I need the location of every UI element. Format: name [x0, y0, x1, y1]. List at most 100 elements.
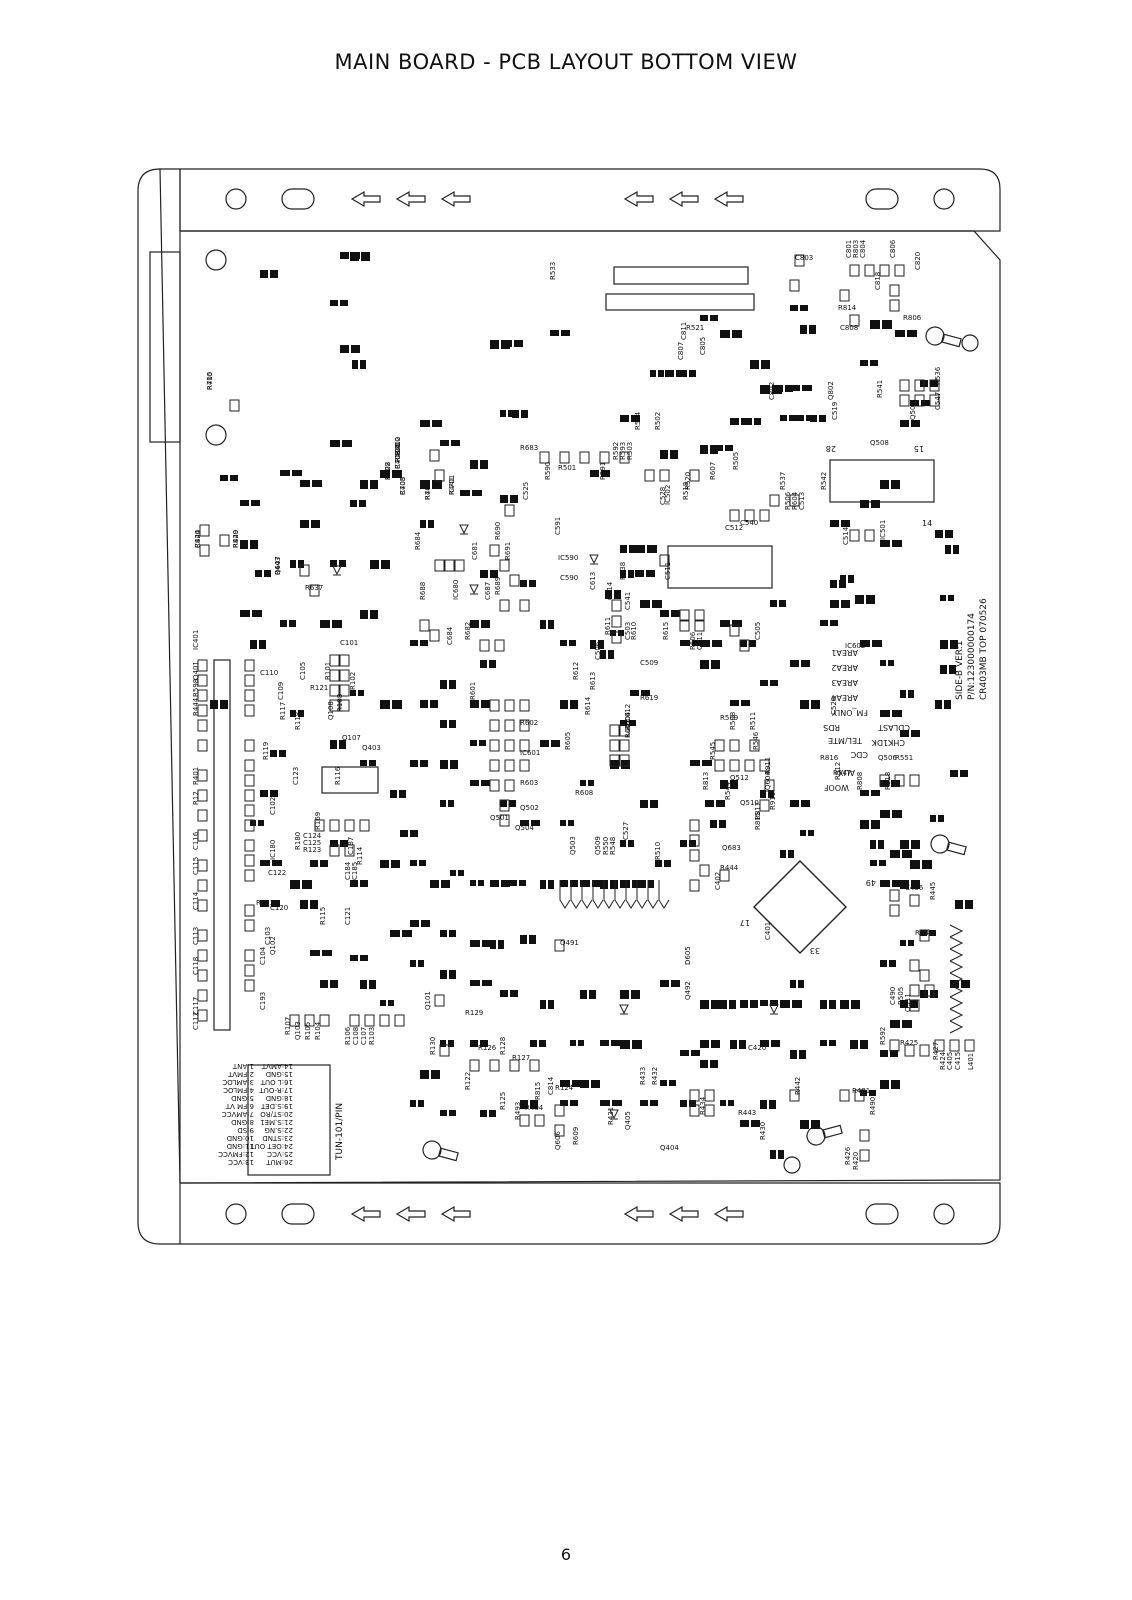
solder-pad: [340, 300, 348, 306]
component-label: Q501: [490, 814, 509, 822]
footprint: [489, 699, 500, 712]
footprint: [329, 699, 340, 712]
solder-pad: [220, 475, 228, 481]
component-label: R542: [820, 472, 828, 490]
footprint: [329, 684, 340, 697]
footprint: [489, 739, 500, 752]
solder-pad: [339, 560, 346, 567]
footprint: [599, 451, 610, 464]
solder-pad: [680, 370, 687, 377]
component-label: R427: [932, 1042, 940, 1060]
solder-pad: [300, 900, 308, 909]
footprint: [619, 451, 630, 464]
component-label: C115: [192, 857, 200, 875]
component-label: R518: [682, 482, 690, 500]
solder-pad: [760, 1100, 767, 1109]
solder-pad: [570, 700, 578, 709]
solder-pad: [655, 860, 662, 867]
solder-pad: [508, 410, 514, 417]
footprint: [679, 609, 690, 622]
arrow-icon: [713, 1205, 744, 1223]
solder-pad: [800, 700, 809, 709]
component-label: D605: [684, 946, 692, 965]
footprint: [319, 1014, 330, 1027]
solder-pad: [769, 1100, 776, 1109]
solder-pad: [790, 305, 798, 311]
solder-pad: [900, 690, 906, 698]
solder-pad: [320, 620, 330, 628]
component-label: C541: [624, 592, 632, 610]
component-label: R449: [232, 530, 240, 548]
solder-pad: [891, 480, 900, 489]
component-label: R910: [769, 792, 777, 810]
component-label: Q492: [684, 981, 692, 1000]
footprint: [339, 699, 350, 712]
footprint: [244, 774, 255, 787]
solder-pad: [660, 980, 669, 987]
footprint: [504, 504, 515, 517]
solder-pad: [860, 790, 869, 796]
solder-pad: [632, 1040, 642, 1049]
solder-pad: [370, 560, 379, 569]
solder-pad: [829, 1000, 836, 1009]
component-label: C402: [714, 872, 722, 890]
solder-pad: [472, 490, 482, 496]
footprint: [197, 949, 208, 962]
solder-pad: [519, 880, 526, 886]
component-label: R703: [394, 451, 402, 469]
solder-pad: [711, 1040, 720, 1048]
footprint: [197, 704, 208, 717]
solder-pad: [749, 640, 756, 647]
diode-symbol: [589, 554, 599, 565]
solder-pad: [880, 710, 890, 717]
solder-pad: [911, 840, 920, 849]
footprint: [919, 929, 930, 942]
solder-pad: [702, 760, 712, 766]
footprint: [579, 451, 590, 464]
component-label: R508: [729, 712, 737, 730]
solder-pad: [260, 900, 269, 907]
tuner-pin-label: 5:GND: [231, 1094, 254, 1102]
solder-pad: [480, 570, 488, 578]
solder-pad: [745, 418, 752, 425]
solder-pad: [710, 445, 718, 454]
component-label: C611: [696, 632, 704, 650]
component-label: R546: [752, 731, 760, 750]
footprint: [197, 859, 208, 872]
solder-pad: [880, 960, 887, 967]
solder-pad: [370, 610, 378, 619]
solder-pad: [470, 460, 478, 469]
component-label: R684: [414, 531, 422, 550]
solder-pad: [480, 660, 487, 668]
solder-pad: [802, 385, 812, 391]
solder-pad: [410, 760, 418, 767]
mounting-slot: [281, 188, 315, 210]
solder-pad: [770, 600, 777, 607]
solder-pad: [550, 330, 559, 336]
footprint: [879, 264, 890, 277]
component-label: C811: [680, 322, 688, 340]
footprint: [729, 509, 740, 522]
solder-pad: [480, 1040, 488, 1047]
solder-pad: [589, 990, 596, 999]
solder-pad: [940, 595, 946, 601]
arrow-icon: [668, 1205, 699, 1223]
component-label: R710: [206, 372, 214, 390]
diode-symbol: [609, 1109, 619, 1120]
footprint: [197, 674, 208, 687]
component-label: C406: [905, 884, 924, 892]
footprint: [519, 739, 530, 752]
footprint: [729, 739, 740, 752]
solder-pad: [790, 980, 796, 988]
solder-pad: [811, 1120, 820, 1129]
footprint: [299, 564, 310, 577]
component-label: Q802: [827, 381, 835, 400]
component-label: C514: [606, 581, 614, 600]
component-label: R612: [572, 662, 580, 680]
footprint: [919, 1044, 930, 1057]
solder-pad: [921, 400, 930, 406]
solder-pad: [611, 1040, 620, 1046]
tuner-pin-label: 10:GND: [227, 1134, 254, 1142]
solder-pad: [418, 960, 424, 967]
solder-pad: [360, 360, 366, 369]
